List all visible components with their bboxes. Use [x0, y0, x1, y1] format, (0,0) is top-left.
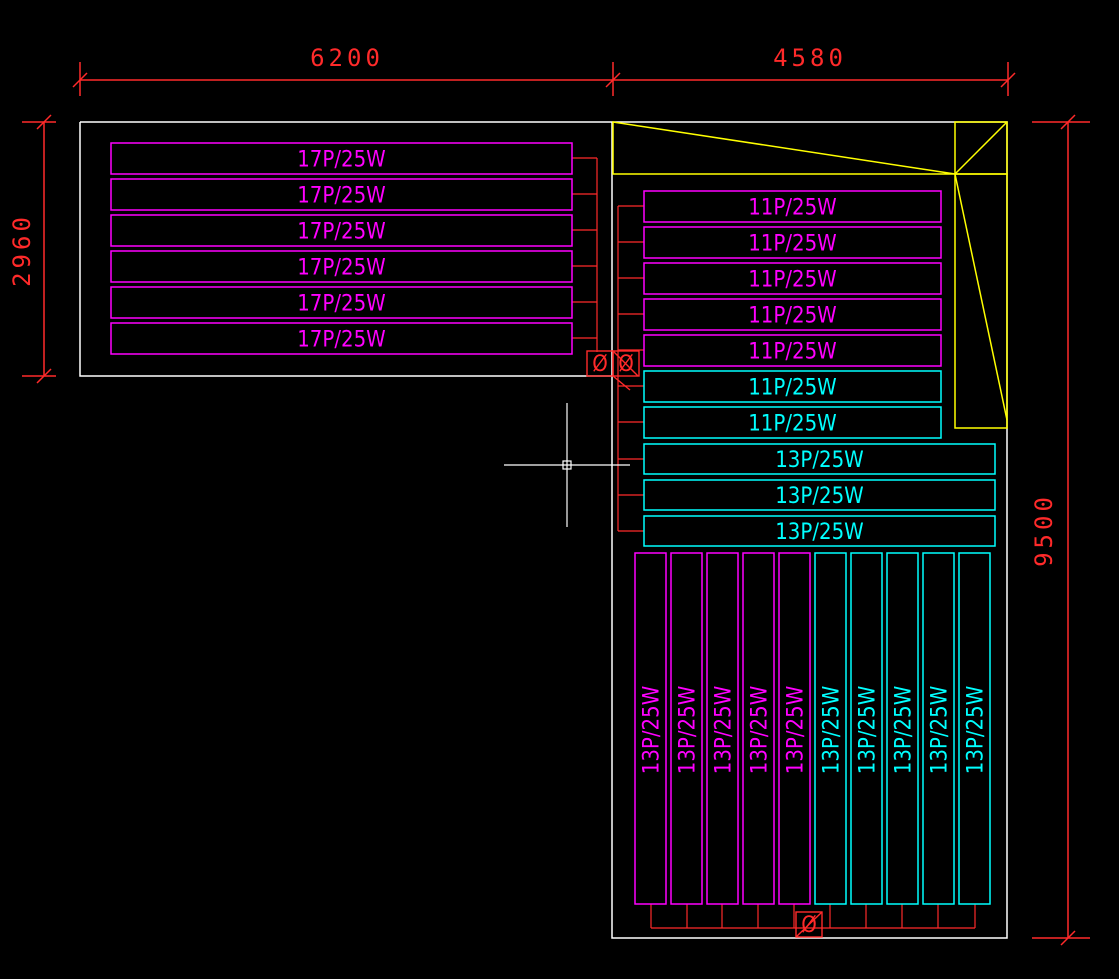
- loop-label: 17P/25W: [297, 184, 386, 209]
- loop-label: 13P/25W: [676, 686, 701, 775]
- loop-outline: [670, 552, 703, 905]
- loop-outline: [643, 479, 996, 511]
- loop-label: 11P/25W: [748, 268, 837, 293]
- wide-loop: 13P/25W: [643, 443, 996, 475]
- loop-label: 13P/25W: [775, 484, 864, 509]
- dimension-left: 2960: [8, 213, 36, 287]
- loop-outline: [643, 226, 942, 259]
- top-loop-group: 17P/25W 17P/25W 17P/25W 17P/25W 17P/25W 17P/2…: [110, 142, 573, 355]
- right-loop: 11P/25W: [643, 298, 942, 331]
- loop-label: 11P/25W: [748, 196, 837, 221]
- loop-outline: [110, 178, 573, 211]
- loop-label: 11P/25W: [748, 232, 837, 257]
- loop-outline: [643, 515, 996, 547]
- loop-label: 11P/25W: [748, 340, 837, 365]
- loop-label: 13P/25W: [775, 448, 864, 473]
- loop-outline: [886, 552, 919, 905]
- right-loop: 11P/25W: [643, 334, 942, 367]
- dimension-right: 9500: [1030, 493, 1058, 567]
- vertical-loop: 13P/25W: [742, 552, 775, 905]
- loop-outline: [110, 322, 573, 355]
- manifold-group-top: [586, 350, 640, 391]
- manifold-icon: Ø: [592, 352, 608, 377]
- top-loop: 17P/25W: [110, 142, 573, 175]
- top-loop: 17P/25W: [110, 214, 573, 247]
- manifold-icon: Ø: [801, 913, 817, 938]
- wide-loop: 13P/25W: [643, 479, 996, 511]
- loop-outline: [742, 552, 775, 905]
- loop-label: 17P/25W: [297, 220, 386, 245]
- top-loop: 17P/25W: [110, 286, 573, 319]
- loop-outline: [643, 262, 942, 295]
- loop-outline: [814, 552, 847, 905]
- supply-pipes: [572, 157, 976, 929]
- loop-label: 13P/25W: [820, 686, 845, 775]
- dimension-lines: [22, 62, 1090, 946]
- vertical-loop: 13P/25W: [778, 552, 811, 905]
- dimension-top-left: 6200: [310, 44, 384, 72]
- top-loop: 17P/25W: [110, 250, 573, 283]
- vertical-loop: 13P/25W: [886, 552, 919, 905]
- top-loop: 17P/25W: [110, 322, 573, 355]
- loop-outline: [643, 334, 942, 367]
- vertical-loop: 13P/25W: [634, 552, 667, 905]
- right-loop: 11P/25W: [643, 226, 942, 259]
- vertical-loop: 13P/25W: [814, 552, 847, 905]
- wide-loop: 13P/25W: [643, 515, 996, 547]
- loop-label: 17P/25W: [297, 328, 386, 353]
- loop-label: 13P/25W: [775, 520, 864, 545]
- loop-label: 13P/25W: [640, 686, 665, 775]
- right-loop: 11P/25W: [643, 262, 942, 295]
- room-outline: [79, 121, 1008, 939]
- wide-loop-group: 13P/25W 13P/25W 13P/25W: [643, 443, 996, 547]
- loop-outline: [110, 250, 573, 283]
- vertical-loop: 13P/25W: [670, 552, 703, 905]
- loop-label: 11P/25W: [748, 412, 837, 437]
- right-loop-group: 11P/25W 11P/25W 11P/25W 11P/25W 11P/25W 11P/2…: [643, 190, 942, 439]
- vertical-loop-group: 13P/25W 13P/25W 13P/25W 13P/25W 13P/25W 13P/2…: [634, 552, 991, 905]
- loop-label: 13P/25W: [892, 686, 917, 775]
- loop-outline: [778, 552, 811, 905]
- loop-outline: [958, 552, 991, 905]
- loop-outline: [643, 406, 942, 439]
- right-loop: 11P/25W: [643, 370, 942, 403]
- manifold-group-bottom: [795, 911, 823, 938]
- loop-label: 13P/25W: [712, 686, 737, 775]
- loop-outline: [110, 214, 573, 247]
- right-loop: 11P/25W: [643, 190, 942, 223]
- loop-label: 13P/25W: [928, 686, 953, 775]
- right-loop: 11P/25W: [643, 406, 942, 439]
- vertical-loop: 13P/25W: [958, 552, 991, 905]
- loop-outline: [634, 552, 667, 905]
- loop-outline: [643, 370, 942, 403]
- loop-label: 11P/25W: [748, 376, 837, 401]
- loop-outline: [706, 552, 739, 905]
- top-loop: 17P/25W: [110, 178, 573, 211]
- loop-label: 11P/25W: [748, 304, 837, 329]
- vertical-loop: 13P/25W: [850, 552, 883, 905]
- loop-outline: [110, 142, 573, 175]
- loop-outline: [850, 552, 883, 905]
- loop-outline: [643, 298, 942, 331]
- manifold-icon: Ø: [618, 352, 634, 377]
- loop-outline: [643, 443, 996, 475]
- loop-outline: [110, 286, 573, 319]
- loop-label: 13P/25W: [964, 686, 989, 775]
- loop-label: 17P/25W: [297, 148, 386, 173]
- loop-label: 13P/25W: [748, 686, 773, 775]
- loop-label: 17P/25W: [297, 292, 386, 317]
- yellow-obstruction-shapes: [612, 121, 1008, 429]
- loop-label: 17P/25W: [297, 256, 386, 281]
- vertical-loop: 13P/25W: [706, 552, 739, 905]
- crosshair-cursor-icon: [504, 403, 630, 527]
- dimension-top-right: 4580: [773, 44, 847, 72]
- loop-label: 13P/25W: [856, 686, 881, 775]
- vertical-loop: 13P/25W: [922, 552, 955, 905]
- loop-label: 13P/25W: [784, 686, 809, 775]
- loop-outline: [922, 552, 955, 905]
- loop-outline: [643, 190, 942, 223]
